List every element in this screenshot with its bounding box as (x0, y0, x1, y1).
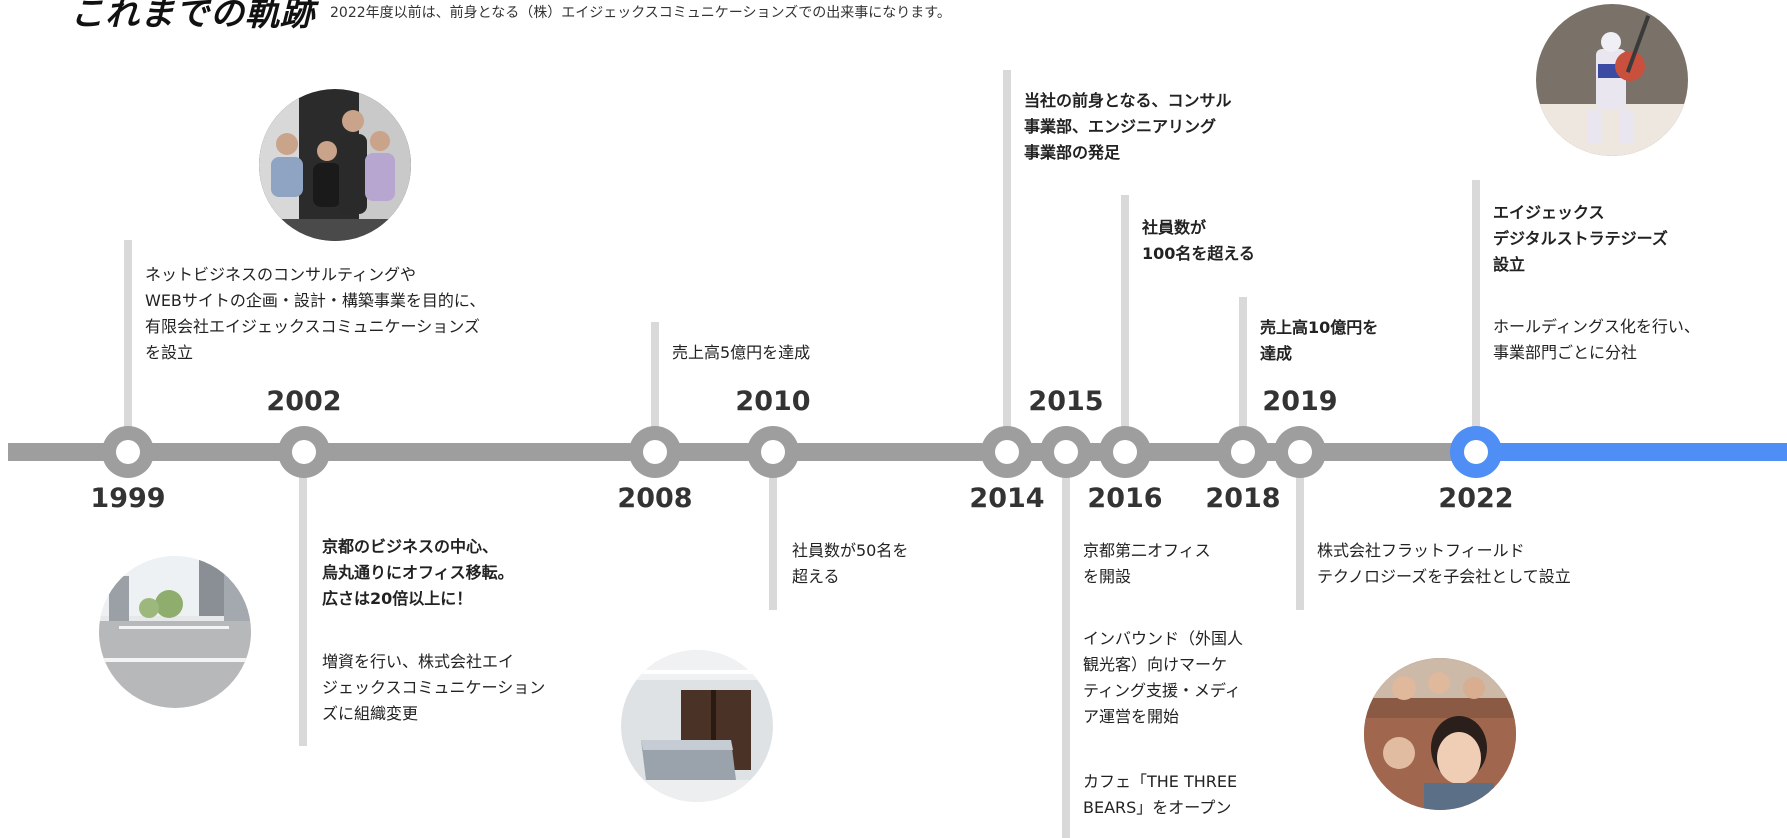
event-2018: 売上高10億円を 達成 (1260, 318, 1379, 363)
page-subtitle: 2022年度以前は、前身となる（株）エイジェックスコミュニケーションズでの出来事… (330, 5, 951, 21)
timeline-axis-current (1460, 443, 1787, 461)
year-2016: 2016 (1087, 483, 1163, 514)
stem-2016 (1121, 195, 1129, 445)
year-2019: 2019 (1262, 386, 1338, 417)
node-1999 (102, 426, 154, 478)
node-2015 (1040, 426, 1092, 478)
event-1999: ネットビジネスのコンサルティングや WEBサイトの企画・設計・構築事業を目的に、… (145, 265, 486, 362)
year-2022: 2022 (1438, 483, 1514, 514)
event-2019: 株式会社フラットフィールド テクノロジーズを子会社として設立 (1317, 541, 1571, 586)
staff-photo (1364, 658, 1516, 810)
event-2008: 売上高5億円を達成 (672, 343, 811, 362)
event-2022-headline: エイジェックス デジタルストラテジーズ 設立 (1493, 203, 1668, 274)
year-2018: 2018 (1205, 483, 1281, 514)
office-lobby-photo (621, 650, 773, 802)
node-2018 (1217, 426, 1269, 478)
page-title: これまでの軌跡 (70, 0, 315, 34)
robot-figure-photo (1536, 4, 1688, 156)
year-2010: 2010 (735, 386, 811, 417)
event-2014: 当社の前身となる、コンサル 事業部、エンジニアリング 事業部の発足 (1024, 91, 1232, 162)
stem-2010 (769, 458, 777, 610)
team-photo (259, 89, 411, 241)
stem-2022 (1472, 180, 1480, 445)
stem-2008 (651, 322, 659, 445)
node-2010 (747, 426, 799, 478)
stem-2002 (299, 458, 307, 746)
year-2014: 2014 (969, 483, 1045, 514)
event-2016: 社員数が 100名を超える (1142, 218, 1255, 263)
event-2015-office: 京都第二オフィス を開設 (1083, 541, 1211, 586)
node-2022 (1450, 426, 1502, 478)
year-2008: 2008 (617, 483, 693, 514)
stem-2019 (1296, 458, 1304, 610)
event-2010: 社員数が50名を 超える (792, 541, 909, 586)
node-2008 (629, 426, 681, 478)
event-2015-inbound: インバウンド（外国人 観光客）向けマーケ ティング支援・メディ ア運営を開始 (1083, 629, 1244, 726)
year-2002: 2002 (266, 386, 342, 417)
node-2002 (278, 426, 330, 478)
event-2015-cafe: カフェ「THE THREE BEARS」をオープン (1083, 772, 1238, 817)
node-2016 (1099, 426, 1151, 478)
stem-1999 (124, 240, 132, 445)
stem-2015 (1062, 458, 1070, 838)
street-photo (99, 556, 251, 708)
stem-2018 (1239, 297, 1247, 445)
event-2022-body: ホールディングス化を行い、 事業部門ごとに分社 (1493, 317, 1700, 362)
year-2015: 2015 (1028, 386, 1104, 417)
event-2002-body: 増資を行い、株式会社エイ ジェックスコミュニケーション ズに組織変更 (322, 652, 546, 723)
node-2019 (1274, 426, 1326, 478)
node-2014 (981, 426, 1033, 478)
stem-2014 (1003, 70, 1011, 445)
year-1999: 1999 (90, 483, 166, 514)
event-2002-headline: 京都のビジネスの中心、 烏丸通りにオフィス移転。 広さは20倍以上に！ (322, 537, 514, 608)
